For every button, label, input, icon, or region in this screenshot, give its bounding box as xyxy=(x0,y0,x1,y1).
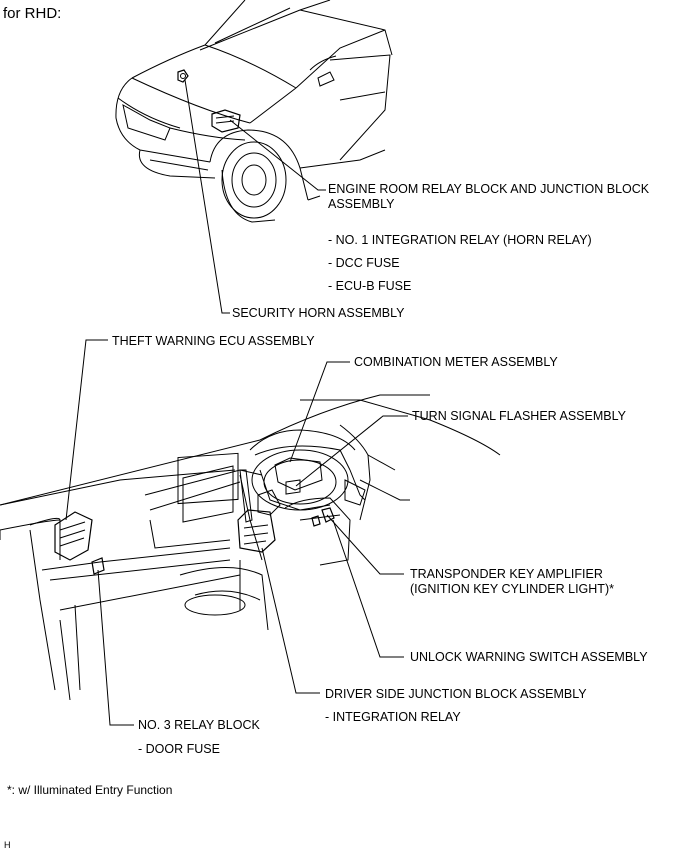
label-engine-room-relay-line2: ASSEMBLY xyxy=(328,197,395,211)
dashboard-illustration xyxy=(0,394,501,701)
header-label: for RHD: xyxy=(3,5,62,22)
label-engine-room-relay-line1: ENGINE ROOM RELAY BLOCK AND JUNCTION BLO… xyxy=(328,182,650,196)
label-transponder-line2: (IGNITION KEY CYLINDER LIGHT)* xyxy=(410,582,614,596)
sub-item-ecu-b-fuse: - ECU-B FUSE xyxy=(328,279,412,293)
vehicle-illustration xyxy=(115,0,393,223)
label-theft-warning-ecu: THEFT WARNING ECU ASSEMBLY xyxy=(112,334,315,348)
label-unlock-warning: UNLOCK WARNING SWITCH ASSEMBLY xyxy=(410,650,648,664)
sub-item-integration-relay: - INTEGRATION RELAY xyxy=(325,710,461,724)
sub-item-horn-relay: - NO. 1 INTEGRATION RELAY (HORN RELAY) xyxy=(328,233,592,247)
label-transponder-line1: TRANSPONDER KEY AMPLIFIER xyxy=(410,567,603,581)
sub-item-door-fuse: - DOOR FUSE xyxy=(138,742,220,756)
label-security-horn: SECURITY HORN ASSEMBLY xyxy=(232,306,405,320)
label-turn-signal-flasher: TURN SIGNAL FLASHER ASSEMBLY xyxy=(412,409,626,423)
label-no3-relay-block: NO. 3 RELAY BLOCK xyxy=(138,718,260,732)
footnote: *: w/ Illuminated Entry Function xyxy=(7,783,173,797)
label-combination-meter: COMBINATION METER ASSEMBLY xyxy=(354,355,558,369)
corner-mark: H xyxy=(4,840,11,850)
sub-item-dcc-fuse: - DCC FUSE xyxy=(328,256,400,270)
label-driver-side-jb: DRIVER SIDE JUNCTION BLOCK ASSEMBLY xyxy=(325,687,587,701)
